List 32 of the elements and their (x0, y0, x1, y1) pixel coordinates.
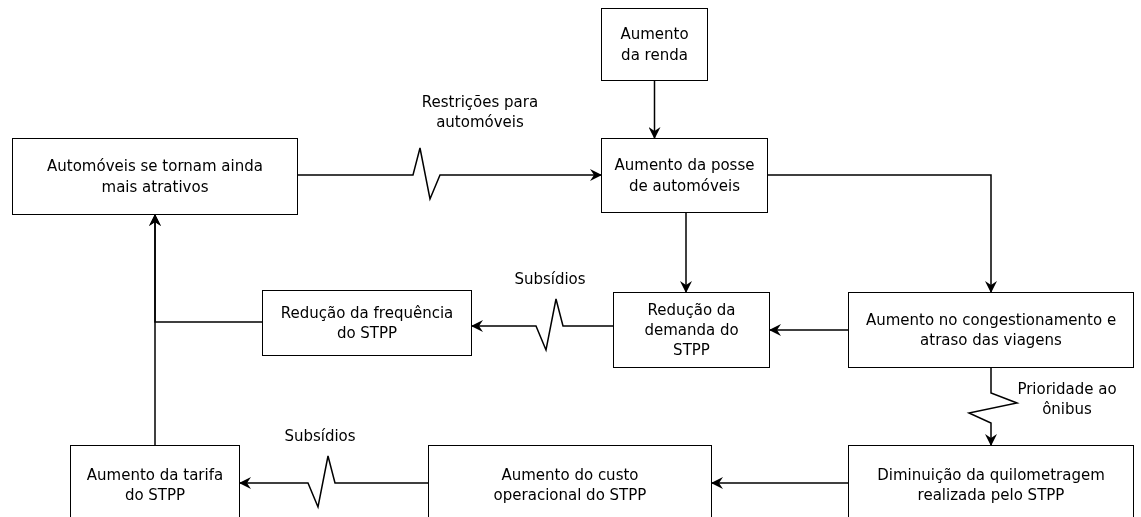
process-box (601, 8, 708, 81)
break-arrow (471, 298, 614, 353)
box-text: Automóveis se tornam ainda mais atrativos (46, 156, 264, 197)
process-box (848, 292, 1134, 368)
arrow (769, 324, 849, 336)
box-text: Aumento da tarifa do STPP (85, 464, 225, 506)
arrow (149, 214, 161, 446)
break-arrow (297, 147, 602, 202)
edge-label: Subsídios (283, 427, 357, 447)
arrow (680, 212, 692, 293)
process-box (428, 445, 712, 517)
arrow (711, 477, 849, 489)
process-box (848, 445, 1134, 517)
process-box (262, 290, 472, 356)
arrow (648, 80, 661, 139)
edge-label: Prioridade ao ônibus (1016, 380, 1118, 419)
process-box (12, 138, 298, 215)
box-text: Aumento no congestionamento e atraso das viagens (864, 309, 1118, 351)
process-box (601, 138, 768, 213)
box-text: Aumento da posse de automóveis (613, 155, 756, 196)
process-box (70, 445, 240, 517)
box-text: Aumento do custo operacional do STPP (492, 464, 648, 506)
box-text: Aumento da renda (619, 24, 690, 65)
process-box (613, 292, 770, 368)
edge-label: Restrições para automóveis (420, 93, 540, 132)
box-text: Redução da demanda do STPP (644, 299, 739, 361)
break-arrow (966, 367, 1020, 446)
box-text: Redução da frequência do STPP (279, 302, 455, 344)
arrow (767, 174, 997, 293)
box-text: Diminuição da quilometragem realizada pelo STPP (876, 464, 1106, 506)
break-arrow (239, 455, 429, 510)
edge-label: Subsídios (513, 270, 587, 290)
